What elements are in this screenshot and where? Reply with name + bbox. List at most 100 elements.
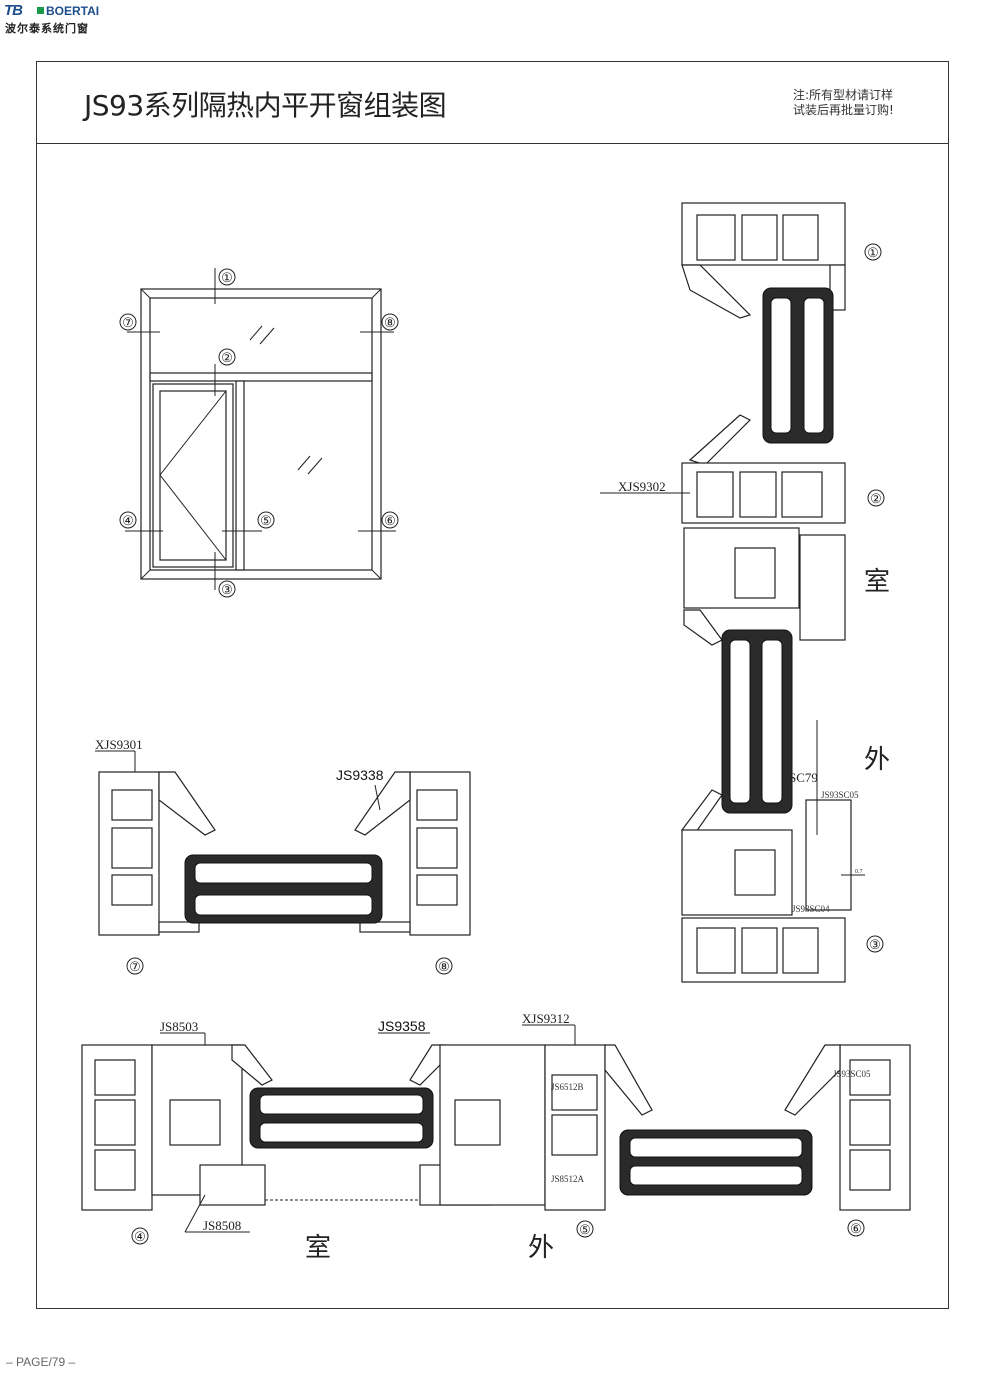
- drawing-label: ③: [869, 937, 881, 952]
- profile-shape: [629, 1165, 803, 1186]
- marker-3: ③: [218, 580, 236, 598]
- profile-shape: [381, 313, 399, 331]
- drawing-label: ⑦: [129, 959, 141, 974]
- profile-shape: [866, 935, 884, 953]
- profile-shape: [94, 1099, 136, 1146]
- profile-shape: [604, 1044, 653, 1116]
- profile-shape: [158, 921, 200, 933]
- drawing-label: ⑦: [122, 315, 134, 330]
- profile-shape: [551, 1114, 598, 1156]
- profile-shape: [119, 511, 137, 529]
- profile-shape: [782, 927, 819, 974]
- profile-shape: [799, 534, 846, 641]
- profile-shape: [741, 927, 778, 974]
- profile-shape: [416, 827, 458, 869]
- vs-marker-3: ③: [866, 935, 884, 953]
- profile-shape: [741, 214, 778, 261]
- marker-1: ①: [218, 268, 236, 286]
- profile-shape: [551, 1074, 598, 1111]
- profile-shape: [681, 264, 752, 319]
- profile-shape: [111, 827, 153, 869]
- profile-shape: [359, 921, 411, 933]
- profile-shape: [847, 1219, 865, 1237]
- logo-mark: TB: [4, 2, 23, 19]
- drawing-label: ①: [867, 245, 879, 260]
- marker-2: ②: [218, 348, 236, 366]
- profile-shape: [849, 1059, 891, 1096]
- page-title: JS93系列隔热内平开窗组装图: [84, 89, 447, 122]
- logo-square-icon: [37, 7, 44, 14]
- drawing-label: ④: [122, 513, 134, 528]
- profile-shape: [194, 862, 373, 884]
- marker-5: ⑤: [257, 511, 275, 529]
- profile-shape: [354, 771, 411, 836]
- drawing-label: ⑥: [850, 1221, 862, 1236]
- label-dimension: 0.7: [855, 869, 863, 875]
- marker-6: ⑥: [381, 511, 399, 529]
- profile-shape: [867, 489, 885, 507]
- profile-shape: [259, 1094, 424, 1115]
- profile-shape: [734, 849, 776, 896]
- logo-chinese: 波尔泰系统门窗: [5, 22, 89, 35]
- drawing-frame: [36, 61, 949, 1309]
- section-4-5-6: JS8503 JS9358 XJS9312 JS6512B JS8512A JS…: [81, 1011, 911, 1263]
- s456-marker-4: ④: [131, 1227, 149, 1245]
- note-line-2: 试装后再批量订购!: [793, 103, 894, 117]
- profile-shape: [696, 471, 734, 518]
- label-js9338: JS9338: [336, 767, 384, 783]
- s78-marker-8: ⑧: [435, 957, 453, 975]
- drawing-label: ②: [870, 491, 882, 506]
- profile-shape: [159, 390, 227, 561]
- label-sc79: SC79: [789, 770, 818, 785]
- brand-logo: TB BOERTAI 波尔泰系统门窗: [4, 2, 124, 35]
- profile-shape: [94, 1149, 136, 1191]
- profile-shape: [781, 471, 823, 518]
- profile-shape: [680, 789, 723, 833]
- profile-shape: [249, 325, 263, 341]
- profile-shape: [259, 1122, 424, 1143]
- profile-shape: [381, 511, 399, 529]
- note-line-1: 注:所有型材请订样: [793, 88, 894, 102]
- profile-shape: [435, 957, 453, 975]
- label-xjs9301: XJS9301: [95, 737, 143, 752]
- profile-shape: [739, 471, 777, 518]
- profile-shape: [184, 1194, 206, 1233]
- profile-shape: [849, 1149, 891, 1191]
- drawing-label: ⑧: [384, 315, 396, 330]
- drawing-label: ①: [221, 270, 233, 285]
- indoor-label-bottom: 室: [305, 1233, 331, 1263]
- profile-shape: [371, 569, 382, 580]
- profile-shape: [849, 1099, 891, 1146]
- profile-shape: [126, 957, 144, 975]
- profile-shape: [784, 1044, 841, 1116]
- indoor-label: 室: [864, 567, 890, 597]
- label-js9358: JS9358: [378, 1018, 426, 1034]
- profile-shape: [683, 609, 723, 646]
- profile-shape: [159, 390, 227, 561]
- s78-marker-7: ⑦: [126, 957, 144, 975]
- window-elevation: ① ② ③ ④ ⑤ ⑥ ⑦ ⑧: [119, 268, 399, 598]
- profile-shape: [140, 288, 151, 299]
- outdoor-label-bottom: 外: [528, 1233, 554, 1263]
- profile-shape: [297, 455, 311, 471]
- profile-shape: [805, 799, 852, 911]
- label-js93sc05: JS93SC05: [821, 790, 859, 800]
- label-js8503: JS8503: [160, 1019, 198, 1034]
- label-js93sc04: JS93SC04: [792, 904, 830, 914]
- profile-shape: [454, 1099, 501, 1146]
- profile-shape: [199, 1164, 266, 1206]
- profile-shape: [218, 580, 236, 598]
- profile-shape: [94, 1059, 136, 1096]
- profile-shape: [111, 874, 153, 906]
- label-js6512b: JS6512B: [551, 1082, 584, 1092]
- marker-8: ⑧: [381, 313, 399, 331]
- s456-marker-5: ⑤: [576, 1220, 594, 1238]
- profile-shape: [231, 1044, 273, 1086]
- drawing-label: ⑥: [384, 513, 396, 528]
- drawing-label: ⑧: [438, 959, 450, 974]
- profile-shape: [218, 268, 236, 286]
- profile-shape: [416, 789, 458, 821]
- page-number: – PAGE/79 –: [6, 1355, 76, 1369]
- profile-shape: [782, 214, 819, 261]
